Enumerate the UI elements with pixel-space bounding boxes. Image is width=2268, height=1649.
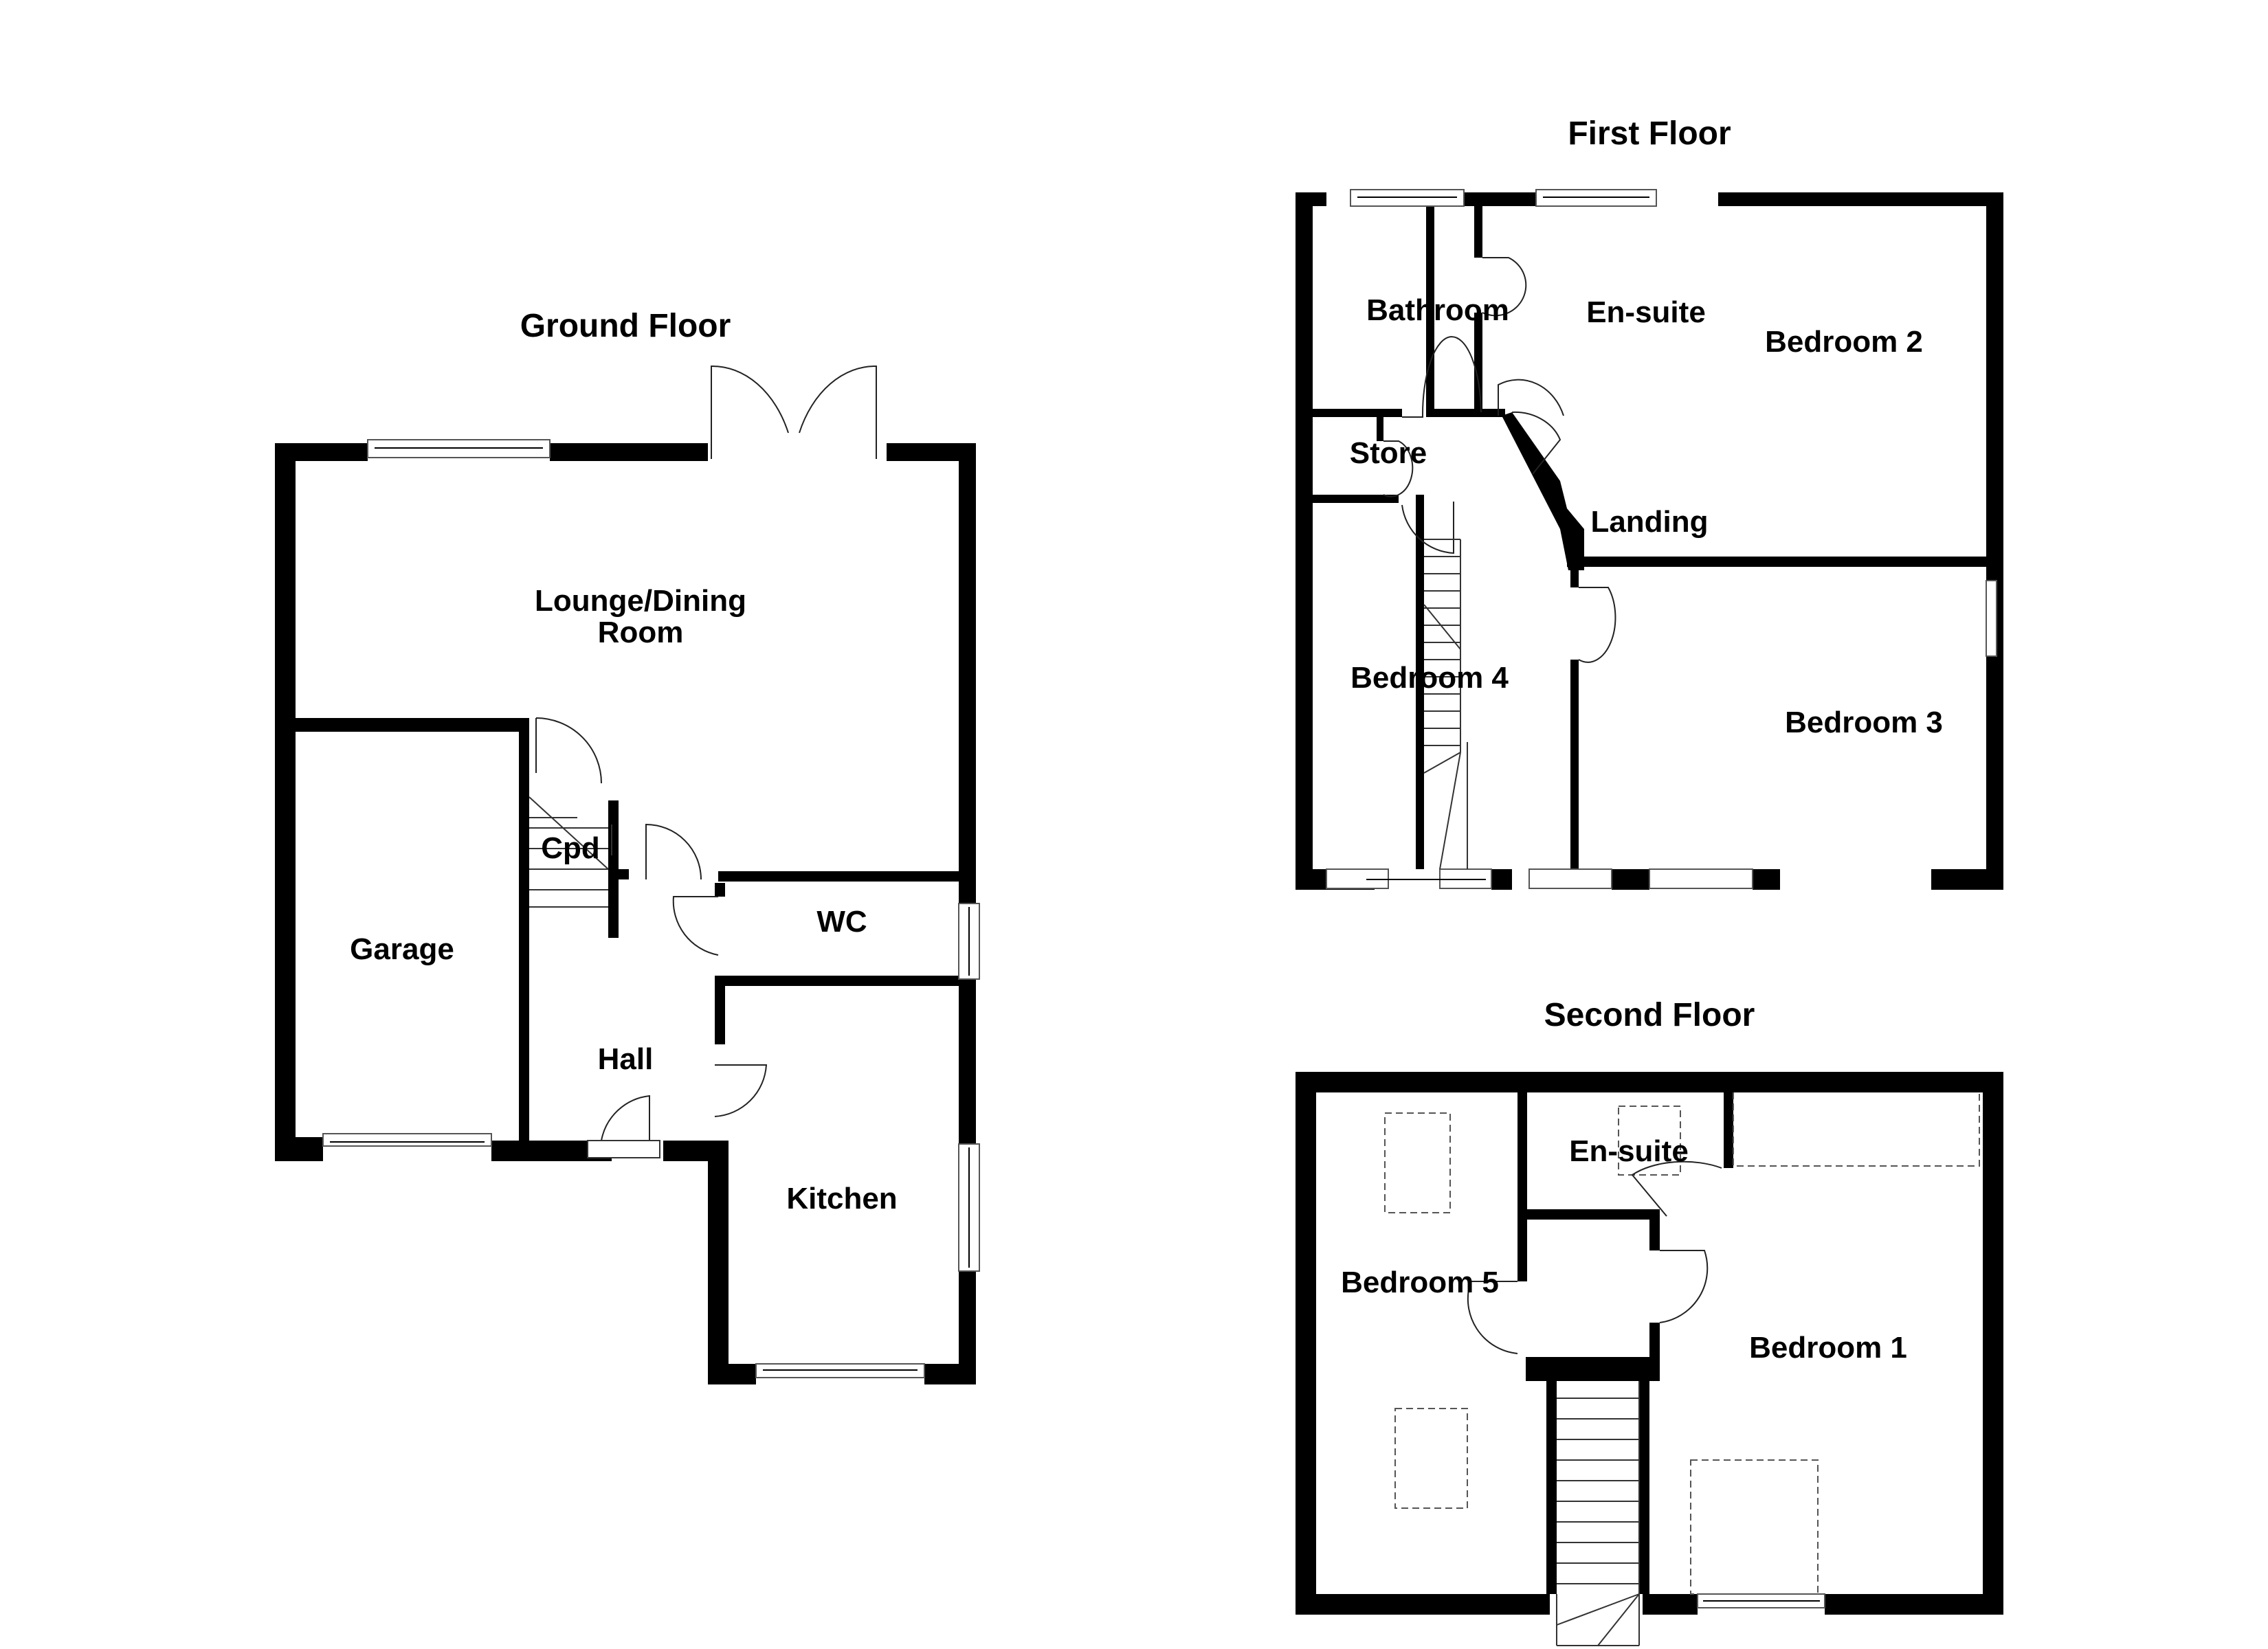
second-floor-plan bbox=[1296, 1072, 2003, 1646]
second-floor-title: Second Floor bbox=[1544, 996, 1755, 1033]
first-floor-plan bbox=[1296, 189, 2003, 890]
room-garage: Garage bbox=[350, 932, 454, 966]
ground-floor-title: Ground Floor bbox=[520, 307, 731, 344]
room-en-suite-second: En-suite bbox=[1569, 1134, 1689, 1168]
room-en-suite-first: En-suite bbox=[1586, 295, 1706, 329]
room-landing: Landing bbox=[1590, 504, 1709, 539]
room-kitchen: Kitchen bbox=[786, 1181, 898, 1215]
room-hall: Hall bbox=[597, 1042, 654, 1076]
room-cpd: Cpd bbox=[541, 831, 600, 865]
room-bedroom-5: Bedroom 5 bbox=[1341, 1265, 1499, 1299]
room-bedroom-1: Bedroom 1 bbox=[1749, 1330, 1907, 1365]
room-label-line1: Lounge/Dining bbox=[535, 583, 746, 618]
room-bedroom-3: Bedroom 3 bbox=[1785, 705, 1943, 739]
room-wc: WC bbox=[816, 904, 867, 939]
room-lounge-dining: Lounge/Dining Room bbox=[535, 585, 746, 649]
first-floor-title: First Floor bbox=[1568, 115, 1731, 152]
room-label-line2: Room bbox=[597, 616, 684, 649]
room-bathroom: Bathroom bbox=[1366, 293, 1509, 327]
ground-floor-plan bbox=[275, 365, 980, 1384]
room-bedroom-4: Bedroom 4 bbox=[1350, 660, 1509, 695]
room-store: Store bbox=[1349, 436, 1427, 470]
room-bedroom-2: Bedroom 2 bbox=[1765, 324, 1923, 359]
